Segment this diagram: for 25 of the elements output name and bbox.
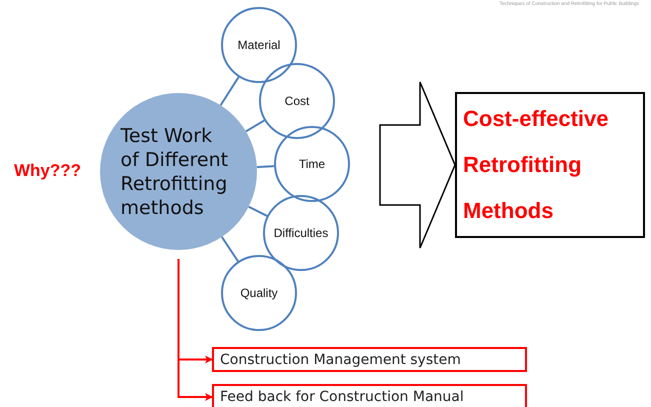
node-text: Cost	[284, 94, 310, 108]
node-text: Difficulties	[274, 226, 328, 240]
connector-line	[221, 236, 239, 262]
arrow	[178, 259, 213, 401]
node-text: Feed back for Construction Manual	[220, 389, 464, 405]
outcome-box	[212, 347, 527, 372]
result-box	[455, 92, 645, 238]
factor-circle	[274, 126, 350, 202]
question-text: Why???	[14, 160, 82, 182]
block-arrow	[379, 81, 456, 249]
factor-circle	[259, 63, 335, 139]
result-text: Cost-effective Retrofitting Methods	[463, 105, 610, 225]
connector-line	[245, 120, 265, 132]
node-text: Time	[298, 157, 326, 171]
connector-line	[248, 206, 268, 217]
node-text: Test Work of Different Retrofitting methods	[120, 124, 230, 220]
node-text: Construction Management system	[220, 352, 461, 368]
outcome-box	[212, 384, 527, 407]
node-text: Material	[238, 38, 280, 52]
connector-line	[220, 76, 240, 106]
factor-circle	[221, 255, 297, 331]
factor-circle	[263, 195, 339, 271]
node-text: Quality	[240, 286, 278, 300]
connector-line	[256, 165, 274, 168]
factor-circle	[221, 7, 297, 83]
